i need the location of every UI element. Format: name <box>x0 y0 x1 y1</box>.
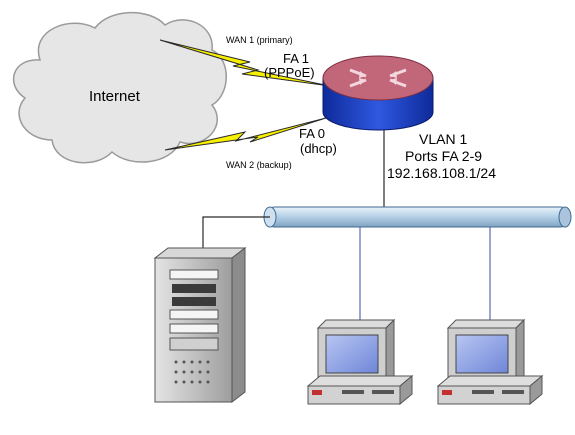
fa1-proto-label: (PPPoE) <box>264 65 315 80</box>
fa0-proto-label: (dhcp) <box>300 141 337 156</box>
fa1-label: FA 1 <box>283 51 310 66</box>
server <box>153 246 247 404</box>
fa0-label: FA 0 <box>299 126 326 141</box>
pc-icon <box>436 318 544 406</box>
wan1-label: WAN 1 (primary) <box>226 35 293 45</box>
vlan-ip-label: 192.168.108.1/24 <box>387 165 496 181</box>
server-icon <box>153 246 247 404</box>
cloud-icon <box>13 11 227 164</box>
server-drop <box>202 216 270 258</box>
vlan-name-label: VLAN 1 <box>419 131 468 147</box>
internet-cloud <box>13 11 227 164</box>
pc-icon <box>306 318 414 406</box>
vlan-ports-label: Ports FA 2-9 <box>405 148 483 164</box>
pc-workstation-2 <box>436 318 544 406</box>
internet-label: Internet <box>89 88 140 105</box>
lan-bus <box>263 206 572 228</box>
router <box>322 55 434 131</box>
pc-workstation-1 <box>306 318 414 406</box>
wan2-label: WAN 2 (backup) <box>226 160 292 170</box>
